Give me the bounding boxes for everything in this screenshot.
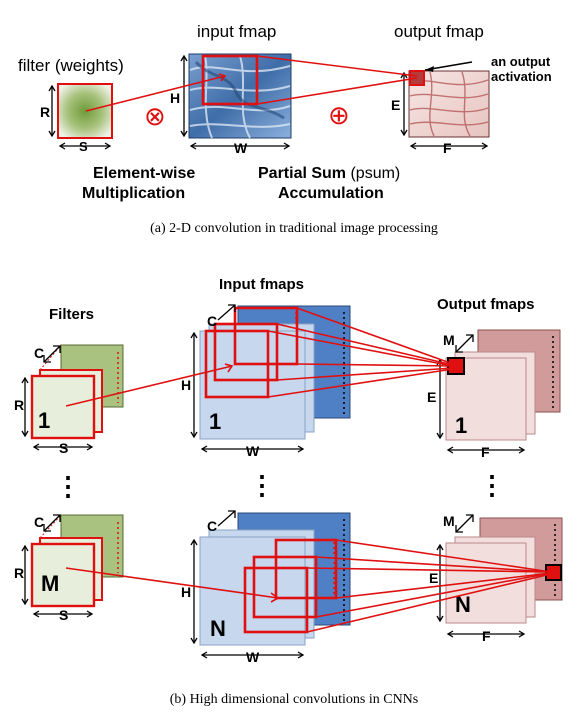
filter-index-1: 1 (38, 408, 50, 433)
input1-dim-H-label: H (181, 377, 191, 393)
input1-dim-W-label: W (246, 443, 260, 459)
psum-line1: Partial Sum (psum) (258, 165, 400, 182)
filter1-S-dimension: S (32, 440, 94, 456)
input1-H-dimension: H (181, 331, 198, 439)
activation-label-line2: activation (491, 69, 552, 84)
input-index-1: 1 (209, 409, 221, 434)
part-a-connectors (85, 55, 418, 112)
multiply-icon: ⊗ (144, 101, 166, 131)
inputN-C-dimension: C (207, 510, 236, 534)
output-fmap-stack-1 (445, 329, 561, 441)
caption-a: (a) 2-D convolution in traditional image… (150, 221, 438, 236)
filter1-C-dimension: C (34, 345, 61, 363)
outputN-dim-E-label: E (429, 570, 438, 586)
filterM-dim-R-label: R (14, 565, 24, 581)
filterM-R-dimension: R (14, 544, 29, 606)
dim-W-label: W (234, 140, 248, 156)
outputN-F-dimension: F (446, 628, 526, 644)
filterM-dim-S-label: S (59, 607, 68, 623)
activation-label-line1: an output (491, 54, 551, 69)
input1-C-dimension: C (207, 304, 236, 329)
input1-W-dimension: W (200, 443, 305, 459)
output-index-N: N (455, 592, 471, 617)
input1-dim-C-label: C (207, 313, 217, 329)
dim-H-label: H (170, 90, 180, 106)
caption-b: (b) High dimensional convolutions in CNN… (170, 692, 419, 707)
outputN-dim-M-label: M (443, 513, 455, 529)
outputN-dim-F-label: F (482, 628, 491, 644)
output1-dim-E-label: E (427, 389, 436, 405)
elementwise-line1: Element-wise (93, 165, 195, 182)
outputN-M-dimension: M (443, 513, 474, 533)
input-window-box (201, 54, 259, 106)
filterM-S-dimension: S (32, 607, 94, 623)
filter-stack-M (30, 514, 124, 608)
filter-S-dimension: S (58, 139, 112, 154)
filter-weights-box (57, 83, 113, 139)
input-fmaps-title: Input fmaps (219, 276, 304, 293)
part-b-connectors-top (65, 307, 454, 407)
input-fmap-stack-N (199, 512, 351, 646)
output-index-1: 1 (455, 413, 467, 438)
inputN-dim-H-label: H (181, 584, 191, 600)
filters-title: Filters (49, 306, 94, 323)
filter-stack-1 (30, 344, 124, 440)
add-icon: ⊕ (328, 100, 350, 130)
filter1-R-dimension: R (14, 376, 29, 438)
filterM-dim-C-label: C (34, 514, 44, 530)
output1-M-dimension: M (443, 332, 474, 353)
filter-R-dimension: R (40, 84, 56, 138)
input-W-dimension: W (189, 140, 291, 156)
filter1-dim-R-label: R (14, 397, 24, 413)
input-fmap-image (188, 53, 292, 139)
input-index-N: N (210, 616, 226, 641)
filter-label: filter (weights) (18, 56, 124, 75)
input-H-dimension: H (170, 54, 188, 138)
output1-dim-F-label: F (481, 444, 490, 460)
part-a: filter (weights) input fmap output fmap … (18, 22, 552, 236)
output-E-dimension: E (391, 71, 408, 137)
filter-index-M: M (41, 571, 59, 596)
dim-F-label: F (443, 140, 452, 156)
filters-ellipsis: ⋮ (55, 471, 81, 501)
elementwise-line2: Multiplication (82, 185, 185, 202)
dim-R-label: R (40, 104, 50, 120)
filter1-dim-C-label: C (34, 345, 44, 361)
filterM-C-dimension: C (34, 514, 61, 532)
input-fmap-stack-1 (199, 305, 351, 440)
filter1-dim-S-label: S (59, 440, 68, 456)
outputs-ellipsis: ⋮ (479, 470, 505, 500)
output-F-dimension: F (409, 140, 489, 156)
inputN-dim-C-label: C (207, 518, 217, 534)
output-fmap-label: output fmap (394, 22, 484, 41)
inputN-H-dimension: H (181, 538, 198, 645)
outputN-E-dimension: E (429, 543, 444, 623)
inputN-dim-W-label: W (246, 649, 260, 665)
psum-line2: Accumulation (278, 185, 384, 202)
input-fmap-label: input fmap (197, 22, 276, 41)
inputs-ellipsis: ⋮ (249, 470, 275, 500)
output1-F-dimension: F (446, 444, 526, 460)
dim-S-label: S (79, 139, 88, 154)
activation-pointer (424, 61, 473, 72)
dim-E-label: E (391, 97, 400, 113)
output1-dim-M-label: M (443, 332, 455, 348)
part-b: Filters Input fmaps Output fmaps 1 C R (14, 276, 563, 707)
inputN-W-dimension: W (200, 649, 305, 665)
output-fmaps-title: Output fmaps (437, 296, 535, 313)
part-b-connectors-bottom (65, 539, 552, 633)
